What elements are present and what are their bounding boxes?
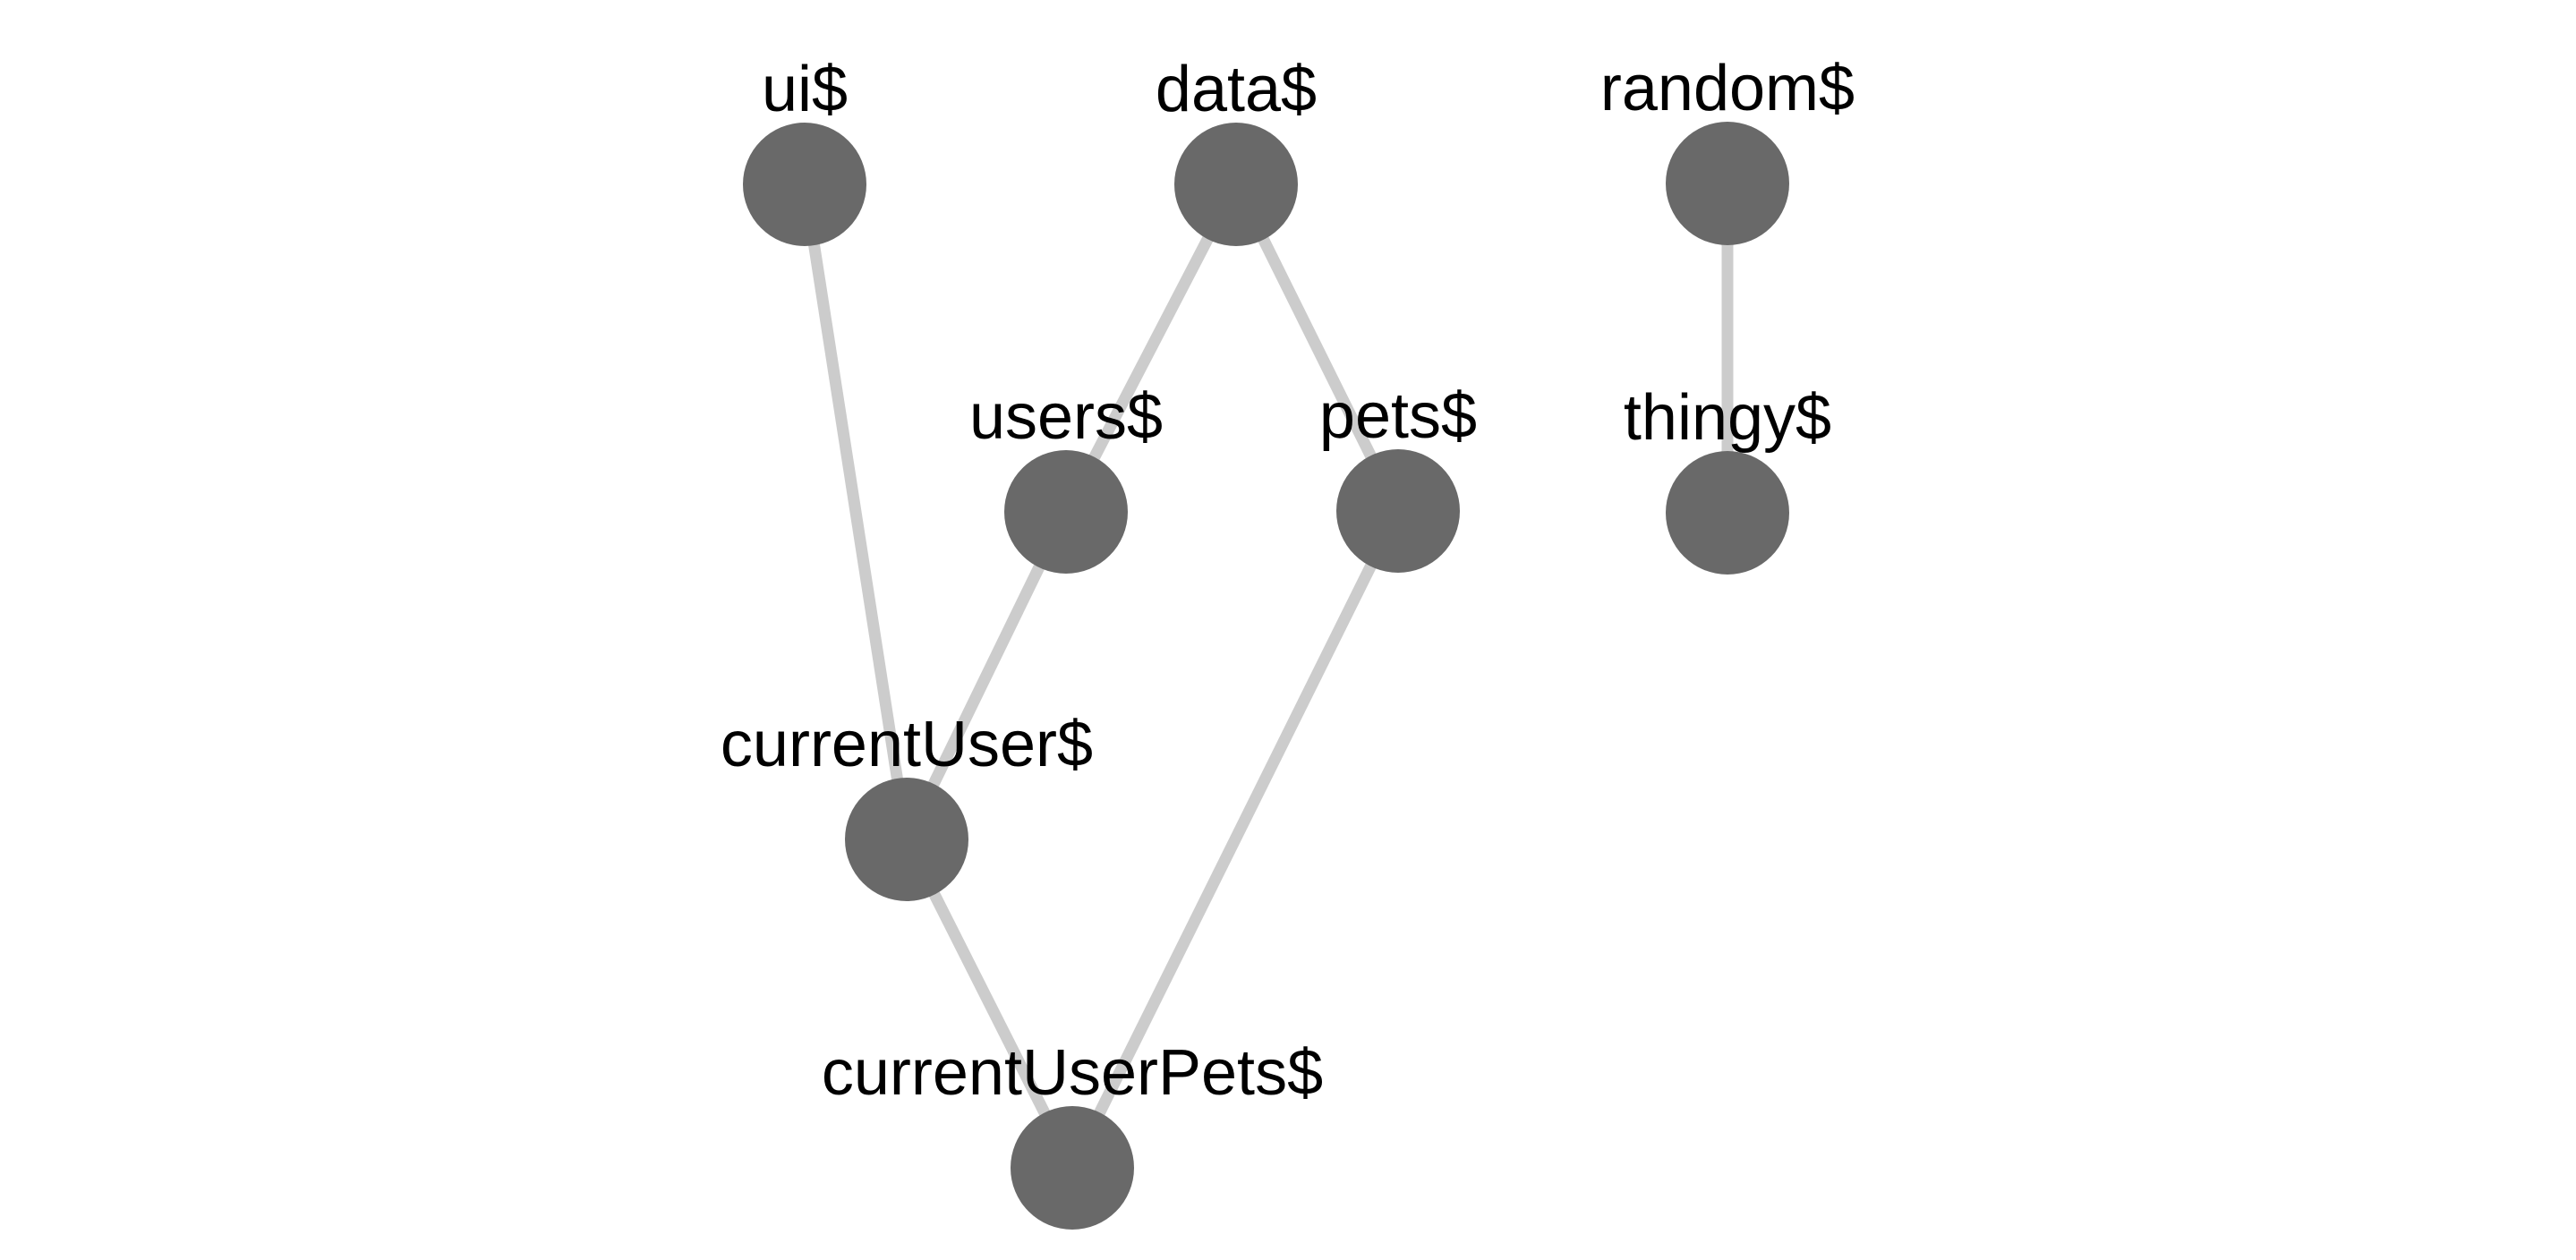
node-label-thingy: thingy$	[1624, 382, 1831, 454]
node-label-pets: pets$	[1319, 380, 1477, 452]
node-current-user-pets[interactable]	[1011, 1106, 1134, 1230]
edge-pets-to-current-user-pets	[1067, 508, 1403, 1171]
nodes-layer	[743, 122, 1789, 1230]
node-users[interactable]	[1004, 450, 1128, 574]
node-pets[interactable]	[1336, 449, 1460, 573]
edges-layer	[798, 182, 1734, 1171]
node-label-ui: ui$	[762, 54, 848, 125]
node-label-data: data$	[1156, 54, 1317, 125]
labels-layer: ui$ data$ random$ users$ pets$ thingy$ current…	[721, 53, 1855, 1109]
node-label-current-user: currentUser$	[721, 709, 1093, 780]
node-label-users: users$	[969, 381, 1163, 453]
node-label-random: random$	[1600, 53, 1855, 124]
edge-ui-to-current-user	[798, 183, 913, 841]
node-ui[interactable]	[743, 123, 866, 246]
node-label-current-user-pets: currentUserPets$	[822, 1037, 1323, 1109]
node-random[interactable]	[1666, 122, 1789, 245]
node-data[interactable]	[1174, 123, 1298, 246]
node-current-user[interactable]	[845, 778, 968, 901]
node-thingy[interactable]	[1666, 451, 1789, 575]
